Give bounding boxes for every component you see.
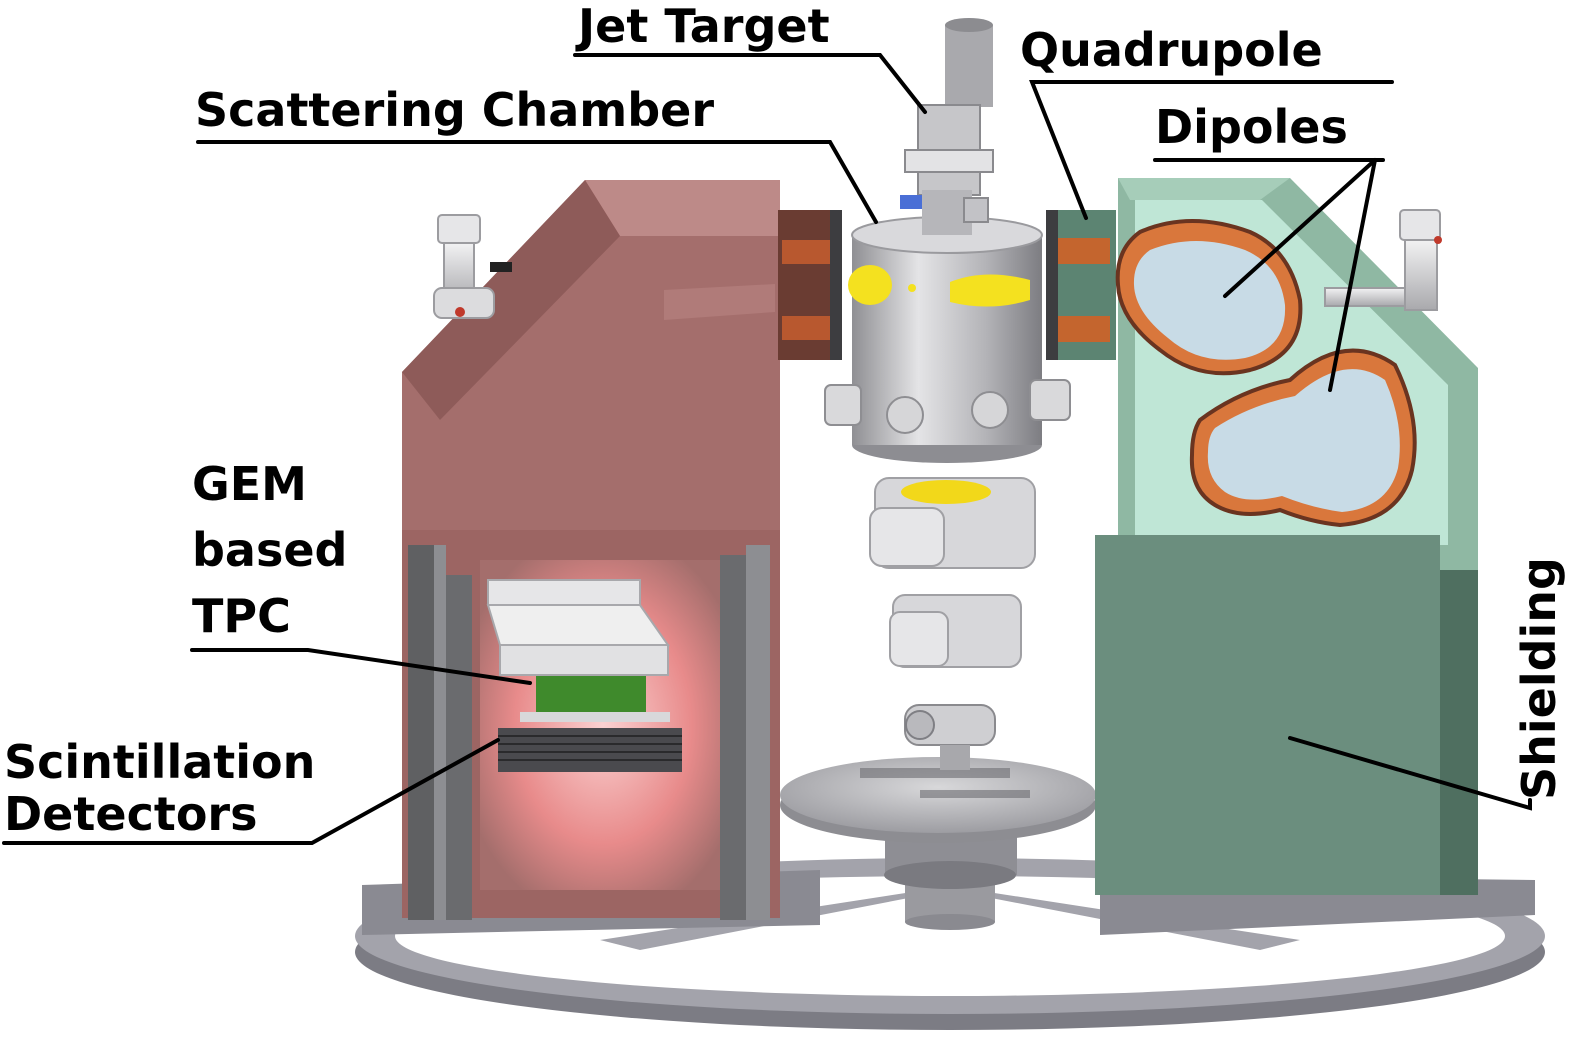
label-scintillation-detectors: Scintillation Detectors xyxy=(2,735,500,845)
central-detector-module-upper xyxy=(869,477,1036,569)
gem-tpc-detector xyxy=(486,579,670,722)
jet-target xyxy=(900,18,994,235)
shielding-label: Shielding xyxy=(1512,557,1566,800)
dipole-upper xyxy=(1115,219,1303,376)
scint-label-line1: Scintillation xyxy=(4,735,315,789)
rotating-table xyxy=(780,704,1096,930)
shielding-block xyxy=(1095,535,1478,895)
left-spectrometer-arm xyxy=(362,180,820,935)
left-quadrupole xyxy=(778,210,842,360)
gem-label-line2: based xyxy=(192,523,347,577)
label-gem-tpc: GEM based TPC xyxy=(190,457,532,685)
label-scattering-chamber: Scattering Chamber xyxy=(195,83,878,224)
gem-label-line3: TPC xyxy=(192,589,291,643)
scint-label-line2: Detectors xyxy=(4,787,258,841)
label-dipoles: Dipoles xyxy=(1153,100,1385,392)
quadrupole-label: Quadrupole xyxy=(1020,23,1323,77)
left-vacuum-pump xyxy=(433,214,512,319)
scattering-chamber-label: Scattering Chamber xyxy=(195,83,714,137)
label-shielding: Shielding xyxy=(1288,557,1566,811)
label-jet-target: Jet Target xyxy=(573,0,927,114)
scattering-chamber xyxy=(824,216,1071,463)
scintillation-detectors xyxy=(498,728,682,772)
central-detector-module-lower xyxy=(889,594,1022,668)
gem-label-line1: GEM xyxy=(192,457,307,511)
jet-target-label: Jet Target xyxy=(575,0,830,53)
right-quadrupole xyxy=(1046,210,1116,360)
label-quadrupole: Quadrupole xyxy=(1020,23,1394,220)
dipoles-label: Dipoles xyxy=(1155,100,1348,154)
dipole-lower xyxy=(1189,348,1417,528)
